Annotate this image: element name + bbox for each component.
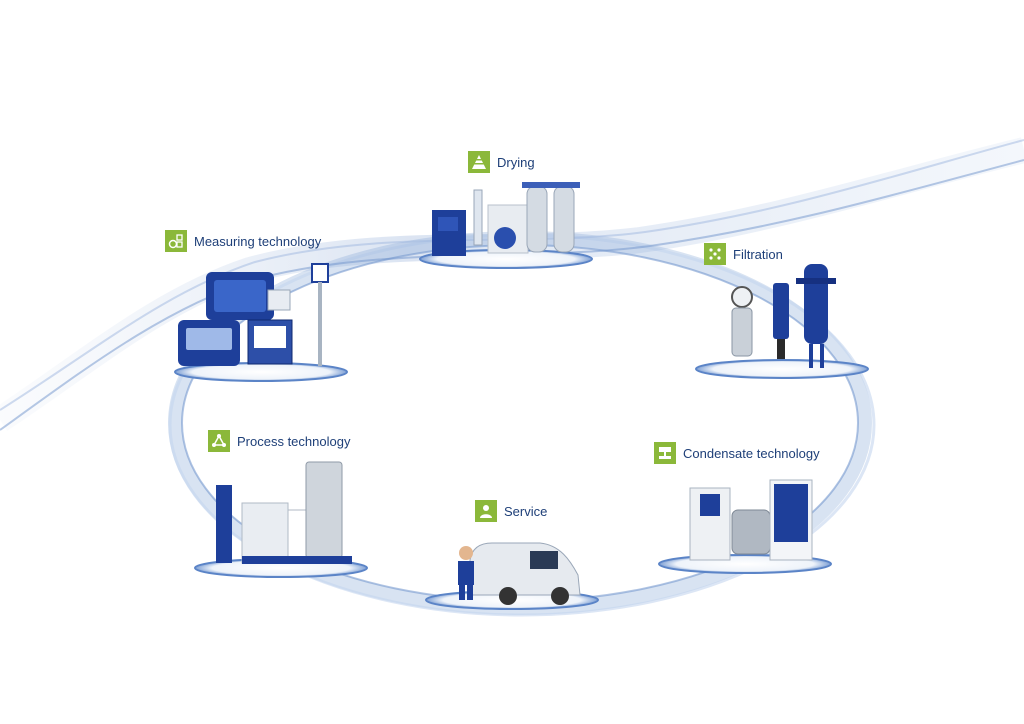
node-label-service: Service: [504, 503, 548, 519]
service-technician-icon: [475, 500, 497, 522]
node-condensate: Condensate technology: [654, 442, 820, 464]
condensate-icon: [654, 442, 676, 464]
node-process: Process technology: [208, 430, 350, 452]
measuring-gauge-icon: [165, 230, 187, 252]
node-label-measuring: Measuring technology: [194, 233, 322, 249]
node-measuring: Measuring technology: [165, 230, 321, 252]
flow-swoosh: [0, 137, 1024, 431]
process-network-icon: [208, 430, 230, 452]
drying-equipment: [432, 182, 580, 256]
filtration-dots-icon: [704, 243, 726, 265]
node-drying: Drying: [468, 151, 535, 173]
measuring-equipment: [178, 263, 329, 366]
node-label-drying: Drying: [497, 154, 535, 170]
process-equipment: [216, 461, 352, 564]
node-label-process: Process technology: [237, 433, 351, 449]
platform-filtration: [695, 359, 869, 379]
condensate-equipment: [689, 479, 813, 561]
drying-triangle-icon: [468, 151, 490, 173]
node-label-condensate: Condensate technology: [683, 445, 820, 461]
node-service: Service: [475, 500, 547, 522]
flow-swoosh-line-1: [0, 159, 1024, 431]
node-filtration: Filtration: [704, 243, 783, 265]
service-equipment: [458, 542, 581, 605]
node-label-filtration: Filtration: [733, 246, 783, 262]
filtration-equipment: [731, 264, 836, 368]
